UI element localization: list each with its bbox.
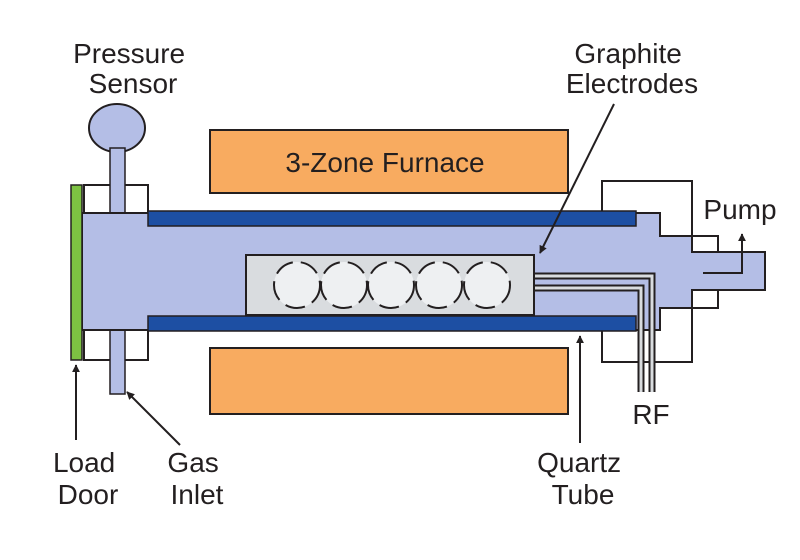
wafer bbox=[415, 261, 463, 309]
furnace-label: 3-Zone Furnace bbox=[285, 147, 484, 178]
rf-feed-line-outer-fill bbox=[533, 274, 654, 392]
quartz-tube-label-line2: Tube bbox=[552, 479, 615, 510]
load-door-label-line1: Load bbox=[53, 447, 115, 478]
load-door-label: Load Door bbox=[53, 447, 123, 510]
graphite-electrodes-arrow bbox=[539, 103, 615, 254]
pressure-sensor-label: Pressure Sensor bbox=[73, 38, 193, 99]
pump-end-clamp bbox=[601, 180, 719, 262]
gas-inlet-label-line2: Inlet bbox=[171, 479, 224, 510]
quartz-tube-label-line1: Quartz bbox=[537, 447, 621, 478]
graphite-electrodes-label: Graphite Electrodes bbox=[566, 38, 698, 99]
graphite-electrodes-label-line2: Electrodes bbox=[566, 68, 698, 99]
pressure-sensor-bulb bbox=[88, 103, 146, 153]
wafer bbox=[273, 261, 321, 309]
load-door-label-line2: Door bbox=[58, 479, 119, 510]
wafer bbox=[463, 261, 511, 309]
quartz-tube-label: Quartz Tube bbox=[537, 447, 629, 510]
pump-label: Pump bbox=[703, 194, 776, 225]
gas-inlet-stem bbox=[109, 325, 126, 395]
gas-inlet-label: Gas Inlet bbox=[167, 447, 226, 510]
wafer bbox=[367, 261, 415, 309]
rf-label: RF bbox=[632, 399, 669, 430]
sample-wafers bbox=[273, 261, 511, 309]
load-door bbox=[70, 184, 83, 361]
gas-inlet-arrow bbox=[126, 391, 181, 446]
furnace-bottom bbox=[209, 347, 569, 415]
pump-end-clamp-lower bbox=[601, 285, 719, 363]
quartz-wall-top bbox=[147, 210, 637, 227]
pressure-sensor-label-line2: Sensor bbox=[89, 68, 178, 99]
quartz-wall-bottom bbox=[147, 315, 637, 332]
sensor-stem bbox=[109, 147, 126, 219]
pump-flow-arrow bbox=[703, 233, 746, 274]
furnace-top bbox=[209, 129, 569, 194]
pressure-sensor-label-line1: Pressure bbox=[73, 38, 185, 69]
wafer bbox=[320, 261, 368, 309]
graphite-electrodes-label-line1: Graphite bbox=[574, 38, 681, 69]
gas-inlet-label-line1: Gas bbox=[167, 447, 218, 478]
rf-feed-line-inner-fill bbox=[533, 286, 643, 392]
